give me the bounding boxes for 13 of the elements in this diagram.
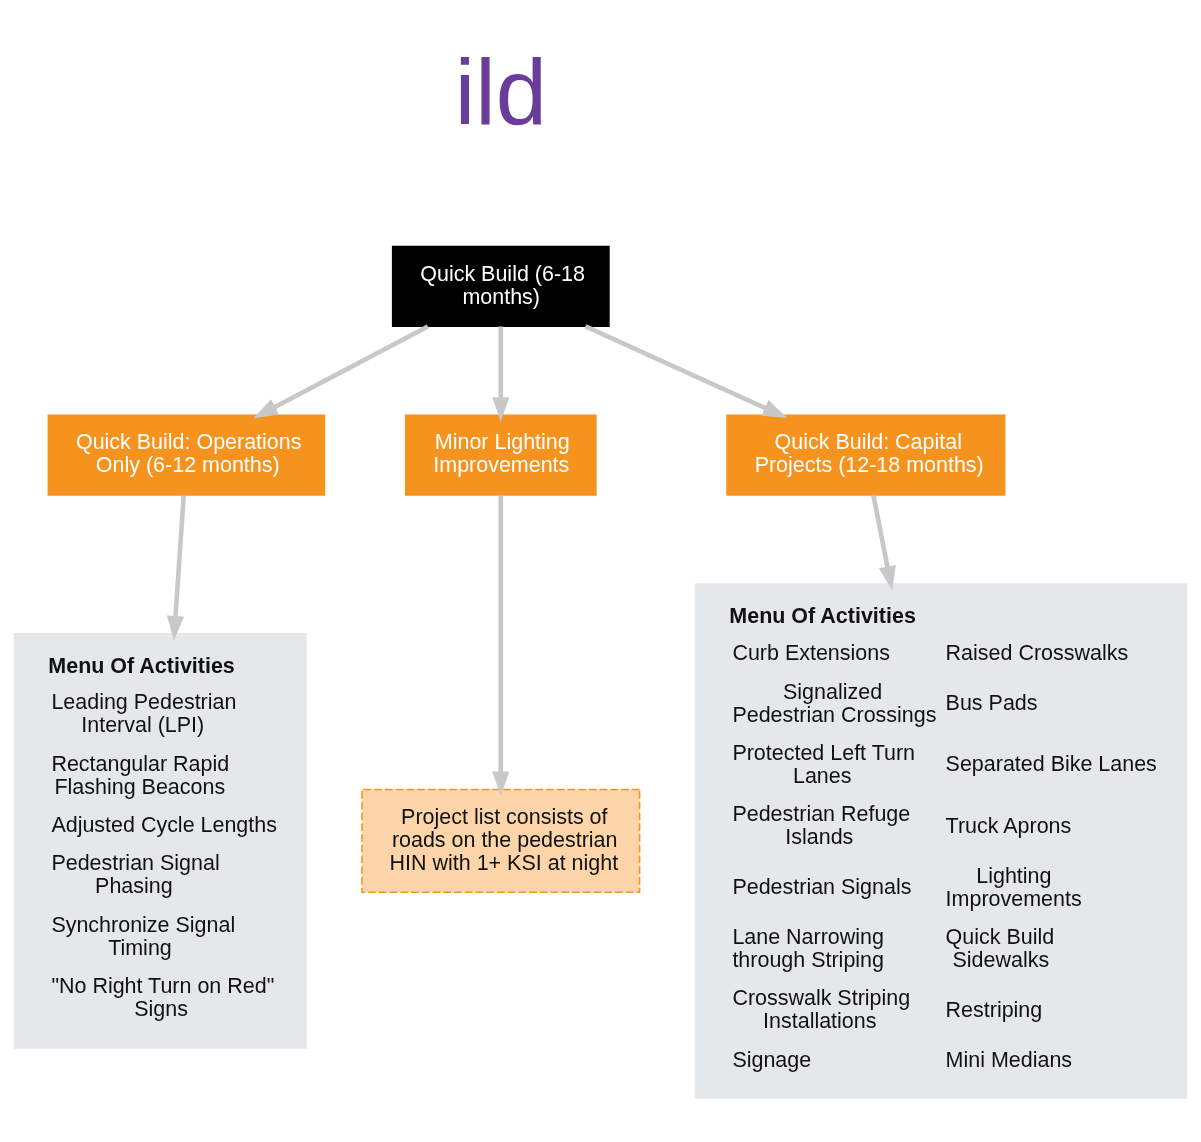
node-box: Menu Of Activities Leading Pedestrian Interval (LPI) Rectangular Rapid Flashing Beacons Adjusted Cycle Lengths Pedestrian Signal Phasing Synchronize Signal Timing "No Right Turn on Red" Signs [13,633,307,1049]
arrow [584,324,788,419]
node-box: Quick Build: Operations Only (6-12 months) [47,414,326,496]
arrow [492,326,510,422]
node-box: Minor Lighting Improvements [404,414,597,496]
arrow [871,495,896,591]
arrow [166,495,187,641]
node-box: Quick Build: Capital Projects (12-18 months) [726,414,1006,496]
label: ild [454,40,547,144]
node-box: Project list consists of roads on the pedestrian HIN with 1+ KSI at night [361,788,641,894]
arrow [492,495,510,797]
arrow [253,324,429,419]
node-box: Quick Build (6-18 months) [391,245,610,328]
